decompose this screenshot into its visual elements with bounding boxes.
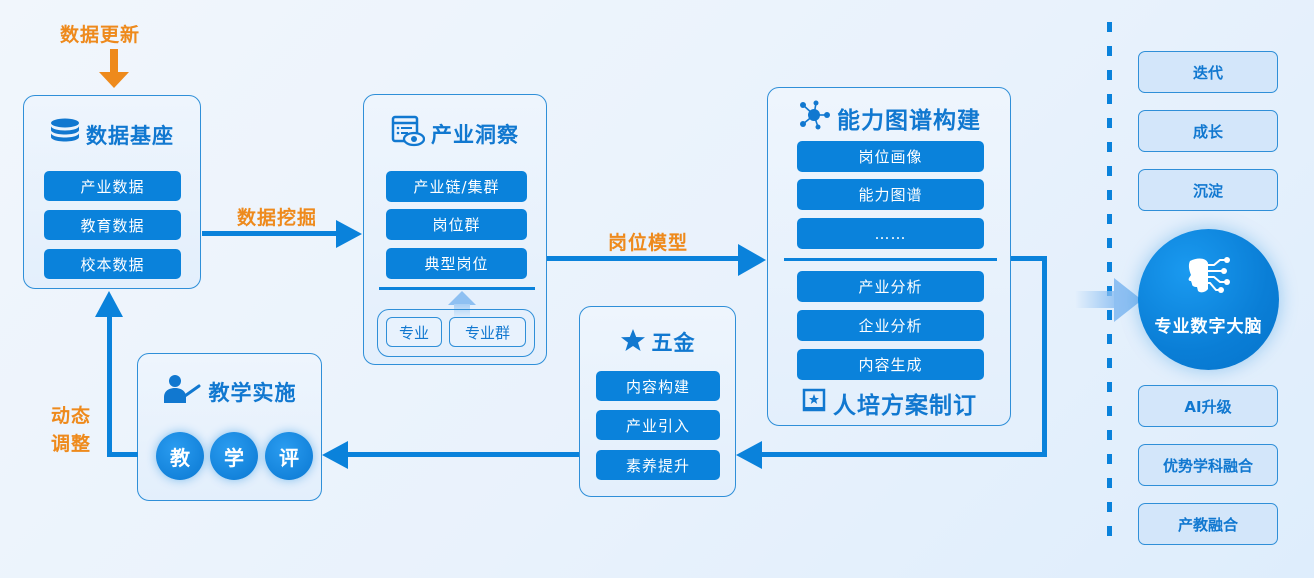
talent-plan-title: 人培方案制订: [833, 393, 977, 419]
major-group-container: 专业 专业群: [377, 309, 535, 357]
graph-item-industry-analysis[interactable]: 产业分析: [797, 271, 984, 302]
gold-item-literacy[interactable]: 素养提升: [596, 450, 720, 480]
side-item-ai-upgrade[interactable]: AI升级: [1138, 385, 1278, 427]
dashed-separator: [1107, 22, 1112, 548]
five-gold-card[interactable]: 五金 内容构建 产业引入 素养提升: [579, 306, 736, 497]
data-item-school[interactable]: 校本数据: [44, 249, 181, 279]
data-mining-arrow-line: [202, 231, 340, 236]
job-model-arrow-line: [547, 256, 740, 261]
gold-item-content[interactable]: 内容构建: [596, 371, 720, 401]
teaching-title: 教学实施: [208, 380, 297, 405]
brain-input-arrow-shaft: [1075, 291, 1121, 308]
digital-brain[interactable]: 专业数字大脑: [1138, 229, 1279, 370]
return-connector-top: [1011, 256, 1047, 261]
dynamic-adjust-label: 动态 调整: [51, 402, 91, 458]
gold-to-teaching-line: [345, 452, 579, 457]
adjust-connector-vertical: [107, 314, 112, 457]
data-item-education[interactable]: 教育数据: [44, 210, 181, 240]
teaching-card[interactable]: 教学实施 教 学 评: [137, 353, 322, 501]
side-item-grow[interactable]: 成长: [1138, 110, 1278, 152]
teach-button[interactable]: 教: [156, 432, 204, 480]
five-gold-title-row: 五金: [580, 327, 735, 357]
sub-item-major-group[interactable]: 专业群: [449, 317, 526, 347]
return-connector-vertical: [1042, 256, 1047, 457]
graph-item-more[interactable]: ……: [797, 218, 984, 249]
graph-item-job-profile[interactable]: 岗位画像: [797, 141, 984, 172]
data-mining-label: 数据挖掘: [237, 207, 318, 229]
brain-label: 专业数字大脑: [1154, 317, 1263, 337]
document-star-icon: [801, 388, 833, 419]
data-update-arrow-shaft: [110, 49, 118, 73]
data-foundation-card[interactable]: 数据基座 产业数据 教育数据 校本数据: [23, 95, 201, 289]
sub-item-major[interactable]: 专业: [386, 317, 442, 347]
data-foundation-title-row: 数据基座: [24, 118, 200, 151]
data-mining-arrow-head: [336, 220, 362, 248]
data-foundation-title: 数据基座: [86, 123, 174, 148]
insight-up-arrow-head: [448, 291, 476, 305]
insight-item-job-group[interactable]: 岗位群: [386, 209, 527, 240]
capability-graph-card[interactable]: 能力图谱构建 岗位画像 能力图谱 …… 产业分析 企业分析 内容生成 人培方案制…: [767, 87, 1011, 426]
data-update-arrow-head: [99, 72, 129, 88]
five-gold-title: 五金: [651, 331, 696, 355]
gold-to-teaching-arrow-head: [322, 441, 348, 469]
data-item-industry[interactable]: 产业数据: [44, 171, 181, 201]
graph-item-enterprise-analysis[interactable]: 企业分析: [797, 310, 984, 341]
graph-divider: [784, 258, 997, 261]
insight-item-typical-job[interactable]: 典型岗位: [386, 248, 527, 279]
talent-plan-title-row: 人培方案制订: [768, 386, 1010, 420]
adjust-connector-bottom: [107, 452, 138, 457]
graph-item-capability-map[interactable]: 能力图谱: [797, 179, 984, 210]
job-model-arrow-head: [738, 244, 766, 276]
teacher-icon: [163, 374, 209, 409]
insight-item-chain[interactable]: 产业链/集群: [386, 171, 527, 202]
side-item-iterate[interactable]: 迭代: [1138, 51, 1278, 93]
dynamic-adjust-line2: 调整: [51, 433, 92, 455]
side-item-industry-education[interactable]: 产教融合: [1138, 503, 1278, 545]
industry-insight-card[interactable]: 产业洞察 产业链/集群 岗位群 典型岗位 专业 专业群: [363, 94, 547, 365]
learn-button[interactable]: 学: [210, 432, 258, 480]
network-icon: [797, 100, 837, 135]
graph-item-content-generation[interactable]: 内容生成: [797, 349, 984, 380]
capability-graph-title: 能力图谱构建: [837, 107, 981, 134]
evaluate-button[interactable]: 评: [265, 432, 313, 480]
return-arrow-head: [736, 441, 762, 469]
ai-brain-icon: [1184, 257, 1232, 299]
industry-insight-title-row: 产业洞察: [364, 115, 546, 152]
report-eye-icon: [391, 115, 431, 152]
industry-insight-title: 产业洞察: [431, 122, 519, 147]
job-model-label: 岗位模型: [608, 232, 689, 254]
data-update-label: 数据更新: [60, 24, 141, 46]
dynamic-adjust-line1: 动态: [51, 405, 92, 427]
return-connector-bottom: [760, 452, 1047, 457]
side-item-accumulate[interactable]: 沉淀: [1138, 169, 1278, 211]
adjust-arrow-head: [95, 291, 123, 317]
capability-graph-title-row: 能力图谱构建: [768, 100, 1010, 135]
star-icon: [620, 328, 652, 357]
insight-up-arrow-shaft: [454, 304, 470, 320]
teaching-title-row: 教学实施: [138, 374, 321, 409]
side-item-discipline-fusion[interactable]: 优势学科融合: [1138, 444, 1278, 486]
brain-input-arrow-head: [1114, 278, 1142, 322]
gold-item-industry[interactable]: 产业引入: [596, 410, 720, 440]
insight-divider: [379, 287, 535, 290]
database-icon: [50, 118, 86, 151]
